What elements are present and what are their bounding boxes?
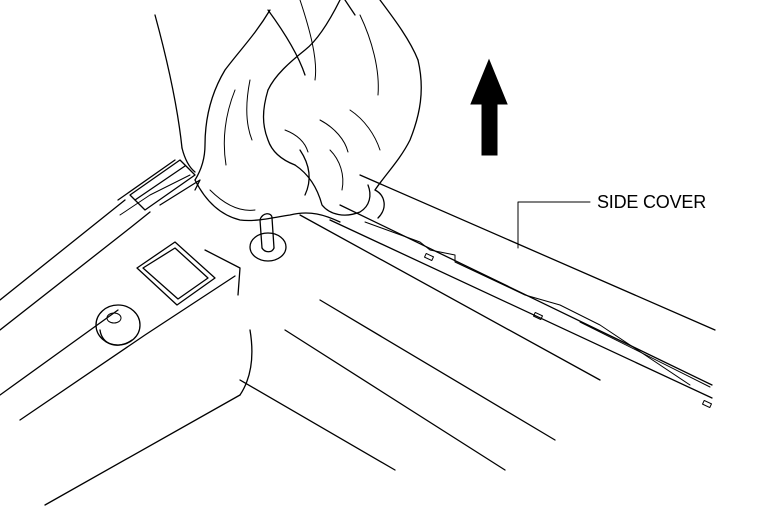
up-arrow-icon <box>470 58 508 156</box>
callout-leader-line <box>517 201 591 249</box>
hand-illustration <box>194 0 422 223</box>
floor-panel-lines <box>0 174 601 506</box>
seat-back-outline <box>117 9 306 201</box>
side-cover-label: SIDE COVER <box>597 192 707 212</box>
round-grommet <box>95 304 141 346</box>
square-plug <box>136 241 216 306</box>
stud-pin <box>249 213 287 262</box>
side-cover-strip <box>329 174 716 409</box>
seat-bracket <box>129 159 201 211</box>
